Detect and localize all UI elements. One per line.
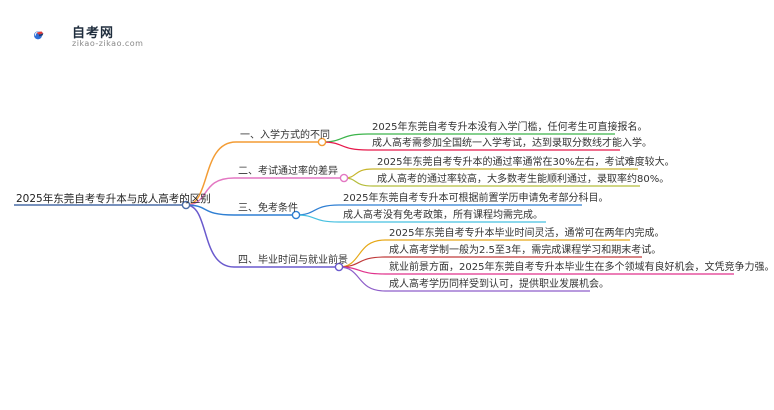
mindmap-connectors — [14, 133, 734, 292]
connector-branch-4-leaf-4 — [338, 266, 386, 292]
connector-root-branch-4 — [185, 204, 235, 268]
graduation-cap-icon — [34, 31, 44, 40]
leaf-1-2[interactable]: 成人高考需参加全国统一入学考试，达到录取分数线才能入学。 — [372, 138, 652, 149]
logo-subtitle: zikao-zikao.com — [72, 39, 144, 48]
leaf-2-2[interactable]: 成人高考的通过率较高，大多数考生能顺利通过，录取率约80%。 — [377, 174, 670, 185]
branch-exemption[interactable]: 三、免考条件 — [238, 203, 298, 214]
connector-branch-1-leaf-2 — [321, 141, 369, 151]
branch-node-2[interactable] — [339, 173, 349, 183]
leaf-3-1[interactable]: 2025年东莞自考专升本可根据前置学历申请免考部分科目。 — [343, 193, 609, 204]
connector-root-branch-2 — [185, 177, 235, 206]
leaf-1-1[interactable]: 2025年东莞自考专升本没有入学门槛，任何考生可直接报名。 — [372, 122, 648, 133]
branch-node-1[interactable] — [317, 137, 327, 147]
branch-pass-rate[interactable]: 二、考试通过率的差异 — [238, 166, 338, 177]
connector-branch-3-leaf-1 — [295, 204, 340, 216]
leaf-4-3[interactable]: 就业前景方面，2025年东莞自考专升本毕业生在多个领域有良好机会，文凭竞争力强。 — [389, 262, 774, 273]
branch-entry-method[interactable]: 一、入学方式的不同 — [240, 130, 330, 141]
branch-node-3[interactable] — [291, 210, 301, 220]
connector-branch-2-leaf-2 — [343, 177, 374, 187]
leaf-4-1[interactable]: 2025年东莞自考专升本毕业时间灵活，通常可在两年内完成。 — [389, 228, 665, 239]
leaf-4-4[interactable]: 成人高考学历同样受到认可，提供职业发展机会。 — [389, 279, 609, 290]
branch-graduation-career[interactable]: 四、毕业时间与就业前景 — [238, 255, 348, 266]
connector-root-branch-1 — [185, 141, 237, 206]
logo-title: 自考网 — [72, 26, 115, 41]
connector-root-branch-3 — [185, 204, 235, 216]
branch-node-4[interactable] — [334, 262, 344, 272]
leaf-2-1[interactable]: 2025年东莞自考专升本的通过率通常在30%左右，考试难度较大。 — [377, 157, 675, 168]
connector-branch-2-leaf-1 — [343, 168, 374, 179]
mindmap: 2025年东莞自考专升本与成人高考的区别 一、入学方式的不同 二、考试通过率的差… — [14, 122, 774, 292]
root-node[interactable] — [181, 200, 191, 210]
leaf-4-2[interactable]: 成人高考学制一般为2.5至3年，需完成课程学习和期末考试。 — [389, 245, 662, 256]
leaf-3-2[interactable]: 成人高考没有免考政策，所有课程均需完成。 — [343, 210, 543, 221]
connector-branch-3-leaf-2 — [295, 214, 340, 223]
mindmap-root[interactable]: 2025年东莞自考专升本与成人高考的区别 — [16, 193, 211, 205]
